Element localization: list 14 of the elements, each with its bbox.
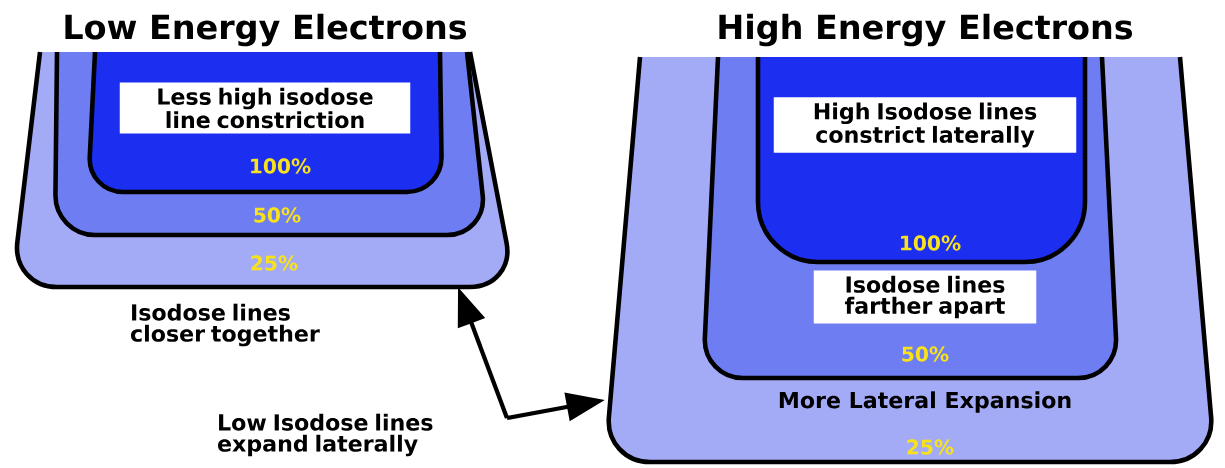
- panel-title: High Energy Electrons: [719, 13, 1133, 47]
- percent-label: 25%: [251, 255, 298, 271]
- percent-label: 100%: [901, 235, 961, 251]
- percent-label: 50%: [902, 346, 949, 362]
- label-box: Less high isodose line constriction: [119, 82, 411, 134]
- label-box: High Isodose lines constrict laterally: [773, 97, 1077, 153]
- note-text: Isodose lines closer together: [131, 303, 320, 347]
- percent-label: 50%: [254, 207, 301, 223]
- band-label: More Lateral Expansion: [779, 391, 1071, 413]
- label-box: Isodose lines farther apart: [813, 270, 1037, 324]
- percent-label: 25%: [907, 439, 954, 455]
- callout-text: Low Isodose lines expand laterally: [218, 413, 433, 457]
- percent-label: 100%: [251, 158, 311, 174]
- panel-title: Low Energy Electrons: [65, 13, 466, 47]
